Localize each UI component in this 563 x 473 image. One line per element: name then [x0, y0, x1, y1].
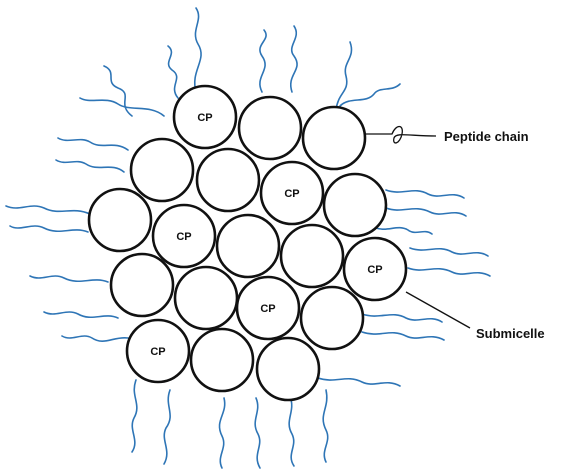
- cp-label: CP: [176, 231, 191, 243]
- peptide-chain: [58, 138, 128, 150]
- submicelle-label: Submicelle: [476, 326, 545, 341]
- submicelle: [257, 338, 319, 400]
- submicelle-leader: [406, 292, 470, 328]
- peptide-chain: [10, 226, 88, 232]
- peptide-chain: [104, 66, 132, 116]
- peptide-chain-leader: [364, 127, 436, 143]
- cp-label: CP: [367, 264, 382, 276]
- peptide-chain: [168, 46, 178, 98]
- submicelle: [197, 149, 259, 211]
- peptide-chain: [386, 190, 464, 198]
- peptide-chain: [260, 30, 266, 92]
- submicelle: [281, 225, 343, 287]
- submicelle: [191, 329, 253, 391]
- submicelles: [89, 86, 406, 400]
- peptide-chain: [195, 8, 201, 92]
- peptide-chain: [410, 248, 488, 256]
- peptide-chain-label: Peptide chain: [444, 129, 529, 144]
- submicelle: [301, 287, 363, 349]
- peptide-chain: [56, 160, 124, 172]
- peptide-chain: [30, 276, 108, 282]
- peptide-chain: [318, 378, 400, 386]
- peptide-chain: [164, 390, 170, 464]
- peptide-chain: [62, 336, 128, 341]
- cp-label: CP: [197, 112, 212, 124]
- submicelle: [303, 107, 365, 169]
- peptide-chain: [80, 98, 164, 116]
- submicelle: [131, 139, 193, 201]
- peptide-chain: [255, 398, 260, 468]
- cp-label: CP: [284, 188, 299, 200]
- cp-label: CP: [260, 303, 275, 315]
- cp-label: CP: [150, 346, 165, 358]
- submicelle: [217, 215, 279, 277]
- submicelle: [175, 267, 237, 329]
- peptide-chain: [219, 398, 224, 468]
- peptide-chain: [340, 84, 400, 106]
- peptide-chain: [362, 314, 442, 322]
- peptide-chain: [376, 228, 432, 234]
- peptide-chain: [44, 312, 118, 318]
- submicelle: [239, 97, 301, 159]
- peptide-chain: [362, 332, 444, 340]
- peptide-chain: [408, 268, 490, 276]
- peptide-chain: [6, 206, 90, 214]
- peptide-chain: [336, 42, 352, 110]
- peptide-chain: [289, 396, 294, 466]
- peptide-chain: [323, 390, 328, 462]
- peptide-chain: [291, 26, 297, 92]
- submicelle: [89, 189, 151, 251]
- submicelle: [324, 174, 386, 236]
- submicelle: [111, 254, 173, 316]
- peptide-chain: [132, 380, 137, 452]
- peptide-chain: [386, 208, 466, 216]
